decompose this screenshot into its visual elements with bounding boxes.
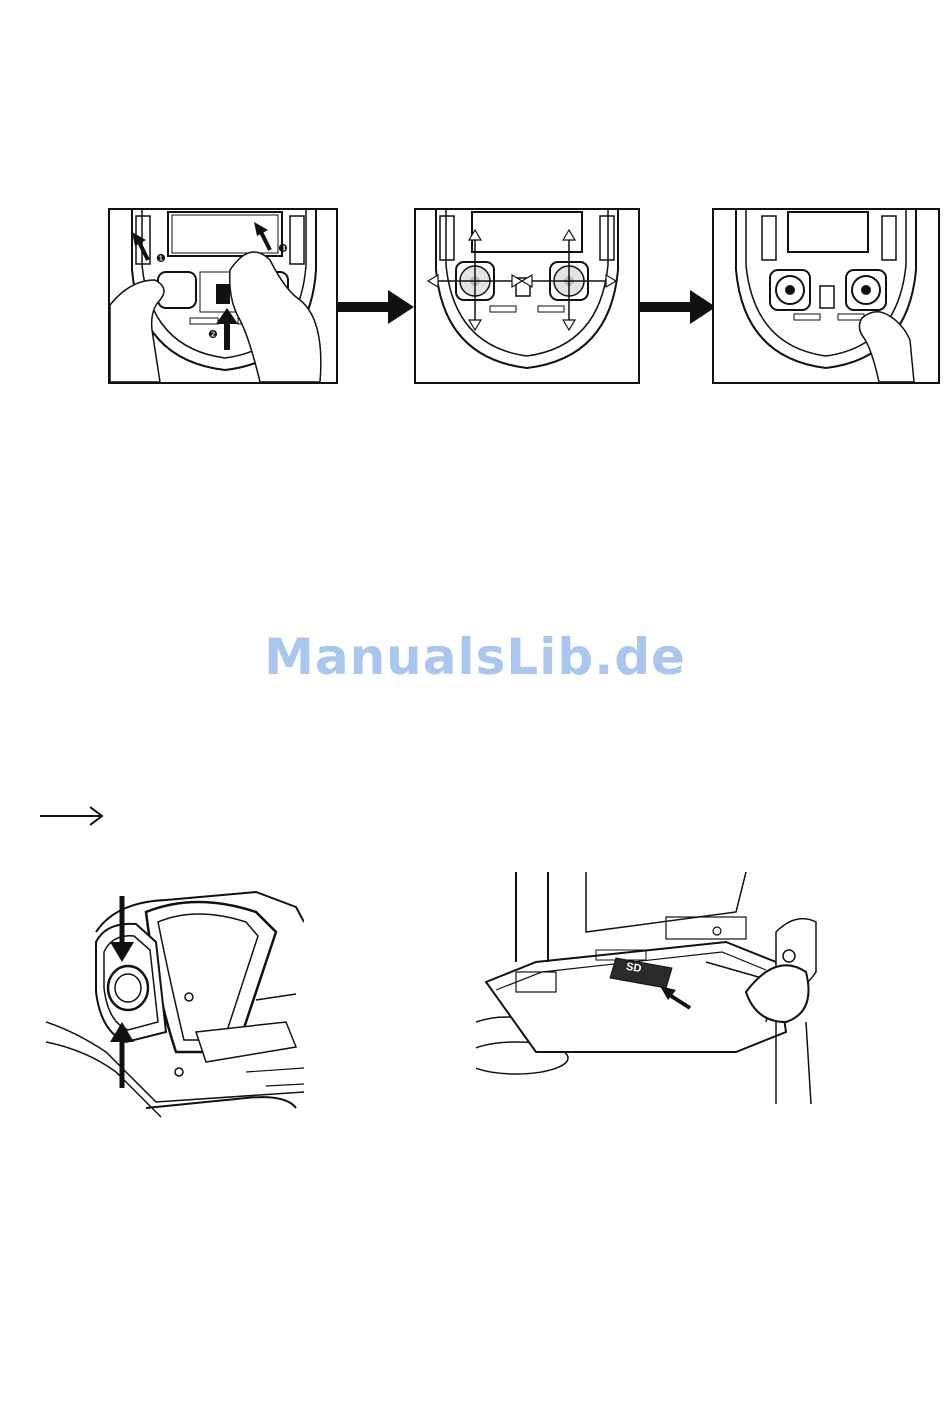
camera-mount-illustration xyxy=(46,872,304,1128)
step-badge-3: ❸ xyxy=(278,242,288,255)
watermark-text: ManualsLib.de xyxy=(0,628,950,686)
sd-card-slot-illustration: SD xyxy=(476,872,824,1104)
step3-panel xyxy=(712,208,940,384)
remote-step3-illustration xyxy=(714,210,938,382)
remote-step1-illustration xyxy=(110,210,336,382)
long-right-arrow-icon xyxy=(40,803,104,829)
step-badge-2: ❷ xyxy=(208,328,218,341)
step2-panel xyxy=(414,208,640,384)
sd-card-label: SD xyxy=(625,961,642,975)
remote-step2-illustration xyxy=(416,210,638,382)
thick-right-arrow-icon xyxy=(640,290,718,324)
step-badge-1: ❶ xyxy=(156,252,166,265)
thick-right-arrow-icon xyxy=(338,290,416,324)
step1-panel: ❶ ❷ ❸ xyxy=(108,208,338,384)
